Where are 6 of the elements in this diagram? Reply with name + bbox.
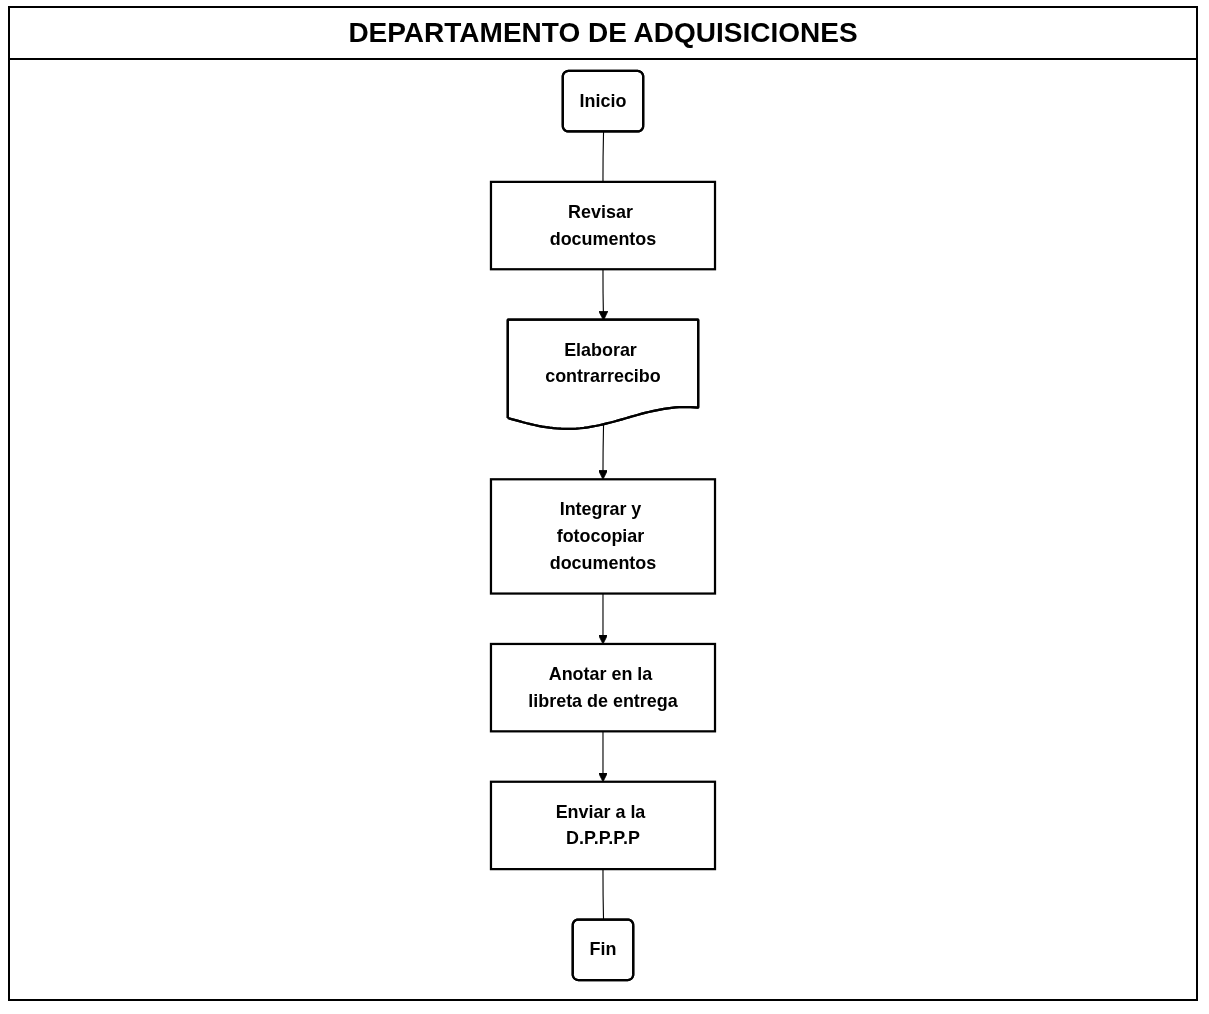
node-box: Anotar en la libreta de entrega bbox=[489, 642, 717, 733]
node-box: Integrar y fotocopiar documentos bbox=[489, 478, 717, 595]
arrow bbox=[598, 424, 608, 480]
node-box: Enviar a la D.P.P.P.P bbox=[489, 780, 717, 871]
node-box: Revisar documentos bbox=[489, 180, 717, 271]
diagram-title: DEPARTAMENTO DE ADQUISICIONES bbox=[10, 8, 1196, 60]
